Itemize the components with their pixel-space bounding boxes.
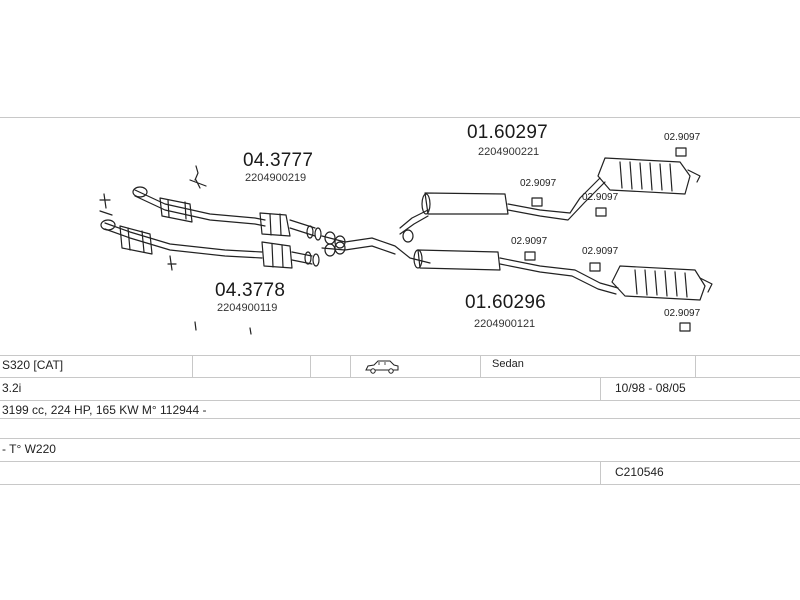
hanger-upper	[194, 165, 201, 189]
clamp-label[interactable]: 02.9097	[664, 132, 701, 143]
table-divider	[480, 356, 481, 377]
table-divider	[0, 438, 800, 439]
table-divider	[600, 462, 601, 484]
rear-muffler-upper	[597, 157, 691, 195]
table-divider	[0, 377, 800, 378]
table-divider	[695, 356, 696, 377]
top-frame-line	[0, 117, 800, 118]
oem-number: 2204900119	[217, 302, 278, 314]
flange	[100, 219, 116, 231]
middle-muffler-lower	[417, 249, 501, 271]
table-divider	[0, 355, 800, 356]
table-divider	[192, 356, 193, 377]
front-pipe-upper	[134, 189, 266, 221]
clamp-label[interactable]: 02.9097	[520, 178, 557, 189]
table-divider	[600, 378, 601, 400]
part-number[interactable]: 04.3778	[215, 280, 286, 301]
exhaust-system-diagram: 04.3777 2204900219 04.3778 2204900119 01…	[0, 118, 800, 350]
model-cell: S320 [CAT]	[2, 358, 64, 372]
table-divider	[0, 461, 800, 462]
catalyst-upper-2	[259, 212, 291, 237]
oem-number: 2204900221	[478, 146, 540, 158]
part-number[interactable]: 01.60296	[465, 292, 546, 313]
flange	[132, 186, 148, 198]
engine-cell: 3.2i	[2, 381, 22, 395]
y-pipe	[321, 235, 431, 264]
clamp-label[interactable]: 02.9097	[511, 236, 548, 247]
hanger-lower	[99, 193, 111, 209]
table-divider	[0, 400, 800, 401]
catalyst-upper	[159, 197, 193, 223]
table-divider	[0, 484, 800, 485]
oem-number: 2204900121	[474, 318, 536, 330]
table-divider	[310, 356, 311, 377]
body-type-cell: Sedan	[492, 358, 524, 370]
catalyst-lower	[119, 225, 153, 255]
middle-muffler-upper	[424, 192, 509, 215]
clamp-label[interactable]: 02.9097	[582, 192, 619, 203]
oem-number: 2204900219	[245, 172, 307, 184]
clamp-label[interactable]: 02.9097	[582, 246, 619, 257]
part-number[interactable]: 04.3777	[243, 150, 314, 171]
rear-muffler-lower	[611, 265, 706, 301]
clamp-label[interactable]: 02.9097	[664, 308, 701, 319]
front-pipe-lower	[104, 222, 263, 253]
years-cell: 10/98 - 08/05	[615, 381, 686, 395]
catalog-code-cell: C210546	[615, 465, 664, 479]
table-divider	[0, 418, 800, 419]
catalyst-lower-2	[261, 241, 293, 269]
part-number[interactable]: 01.60297	[467, 122, 548, 143]
exhaust-drawing	[99, 147, 713, 335]
car-sedan-icon	[364, 359, 400, 380]
chassis-cell: - T° W220	[2, 442, 56, 456]
table-divider	[350, 356, 351, 377]
specs-cell: 3199 cc, 224 HP, 165 KW M° 112944 -	[2, 403, 207, 417]
